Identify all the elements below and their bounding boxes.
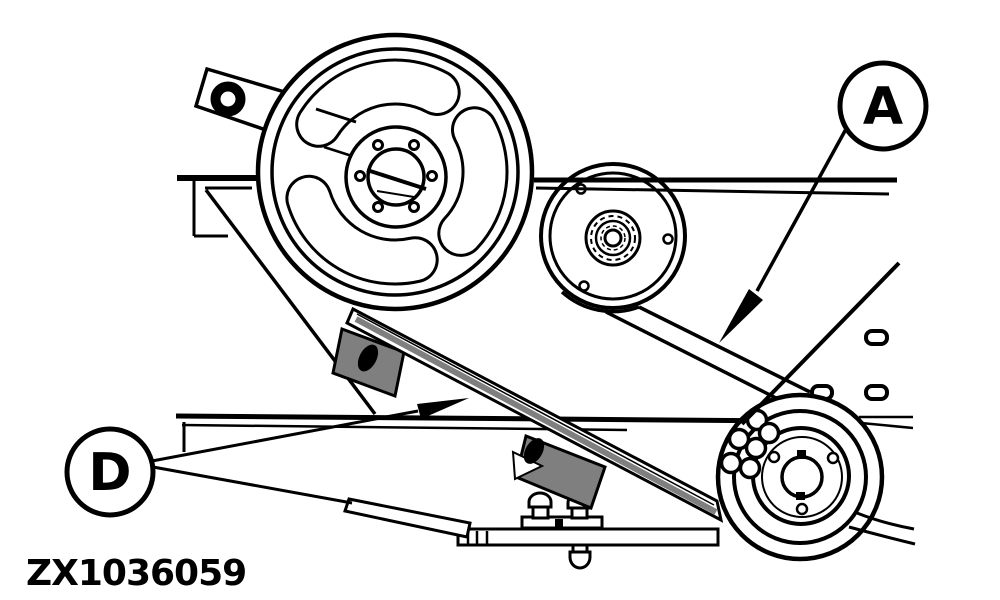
frame-slot-holes [810, 329, 889, 401]
mount-bracket-assembly [343, 491, 720, 570]
callout-a-leader [755, 128, 848, 292]
callout-d-arrowhead [417, 398, 469, 419]
belt-upper-run [560, 290, 811, 401]
drive-shaft-bore [366, 147, 426, 207]
callout-d-leader-upper [151, 409, 419, 463]
top-rail [534, 177, 897, 196]
driven-pulley [715, 392, 885, 562]
arm-pivot-hole [210, 81, 246, 117]
belt-guide-lower [511, 433, 607, 510]
callout-a-label: A [863, 77, 903, 137]
idler-pulley [539, 162, 687, 310]
driven-shaft-bore [780, 455, 824, 499]
callout-a-arrowhead [719, 289, 763, 343]
callout-a-circle [837, 60, 929, 152]
idler-bore [603, 228, 623, 248]
drive-pulley [255, 32, 535, 312]
support-bar [456, 527, 720, 547]
callout-d: D [64, 398, 469, 518]
angled-plate [343, 497, 472, 539]
belt-guide-upper [331, 326, 406, 399]
callout-a: A [719, 60, 929, 343]
spoke-slots [285, 58, 509, 286]
frame-structure [175, 175, 889, 452]
figure-caption: ZX1036059 [26, 553, 246, 594]
guide-bolt-upper [357, 344, 379, 372]
carriage-bolt-pin [568, 543, 592, 570]
frame-diagonal-right [740, 261, 901, 426]
callout-d-label: D [88, 443, 131, 503]
callout-d-circle [64, 426, 156, 518]
hub-bolt-holes [354, 139, 438, 213]
keyway-bottom [796, 492, 805, 500]
frame-right-details [740, 261, 916, 546]
keyway-top [797, 450, 806, 459]
mid-rail [175, 413, 799, 424]
guide-bolt-lower [523, 438, 545, 464]
drive-belt [345, 306, 724, 523]
callout-d-leader-lower [152, 465, 353, 505]
